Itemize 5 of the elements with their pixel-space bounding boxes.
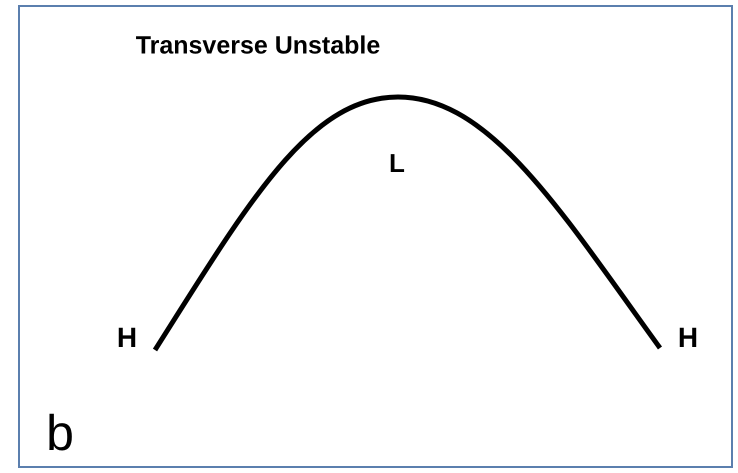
low-point-label: L (389, 150, 405, 176)
high-point-label: H (116, 324, 138, 352)
high-point-label: H (678, 324, 698, 352)
title: Transverse Unstable (136, 30, 380, 62)
panel-letter: b (46, 408, 74, 458)
